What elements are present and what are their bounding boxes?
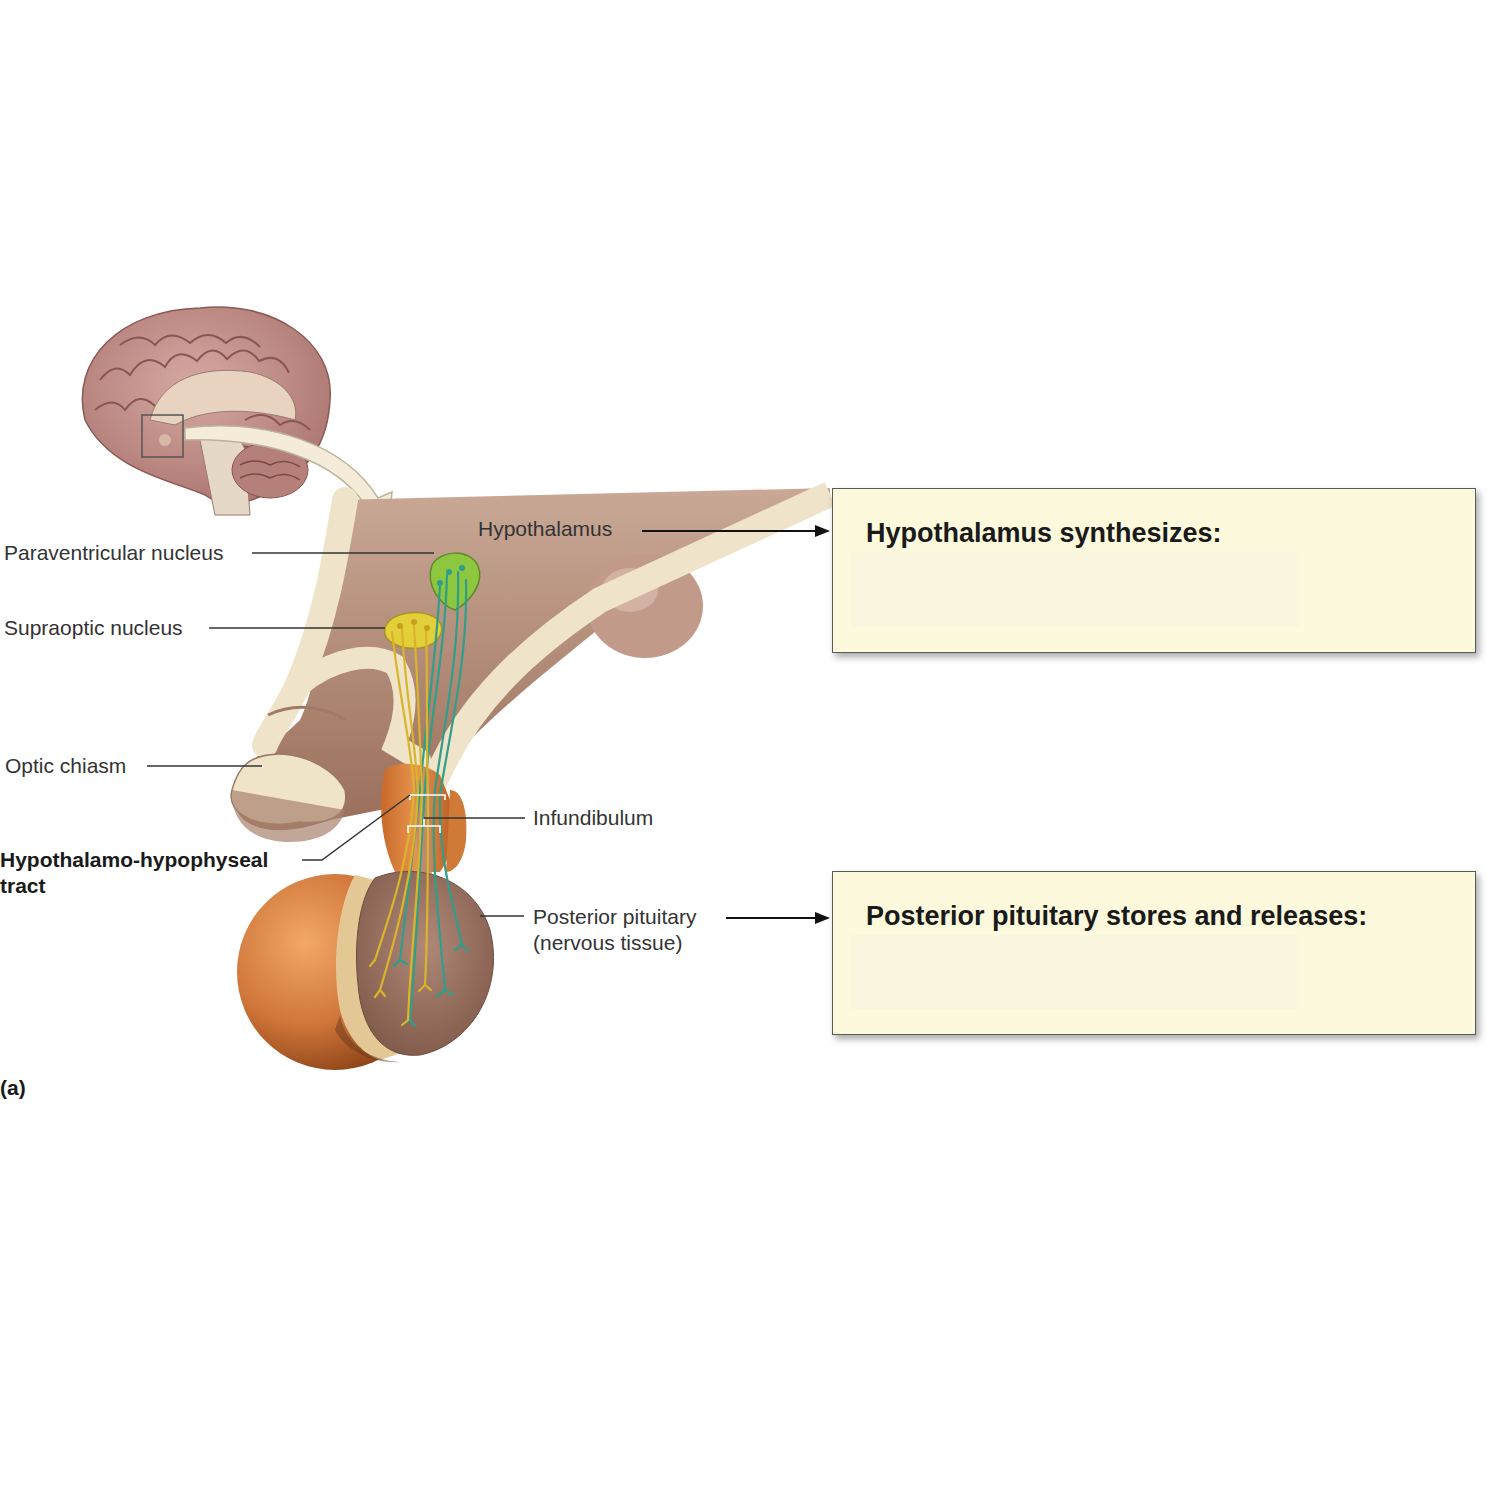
panel-letter: (a) [0, 1075, 26, 1101]
hypothalamus-tissue [231, 488, 830, 842]
brain-thumbnail [82, 307, 330, 515]
paraventricular-nucleus [430, 553, 480, 610]
answer-area [851, 552, 1299, 627]
box-heading: Hypothalamus synthesizes: [866, 517, 1222, 549]
posterior-pituitary-box: Posterior pituitary stores and releases: [832, 871, 1476, 1035]
pituitary-gland [237, 871, 494, 1070]
infundibulum-stalk [381, 764, 466, 880]
structure-label: Optic chiasm [5, 753, 126, 779]
neurosecretory-fibers [370, 565, 468, 1026]
structure-label: Posterior pituitary (nervous tissue) [533, 904, 723, 956]
structure-label: Paraventricular nucleus [4, 540, 223, 566]
box-heading: Posterior pituitary stores and releases: [866, 900, 1367, 932]
tract-label: Hypothalamo-hypophyseal tract [0, 847, 300, 899]
structure-label: Supraoptic nucleus [4, 615, 183, 641]
hypothalamus-box: Hypothalamus synthesizes: [832, 488, 1476, 653]
answer-area [851, 935, 1299, 1009]
structure-label: Hypothalamus [478, 516, 612, 542]
pointer-arrows [642, 525, 830, 924]
structure-label: Infundibulum [533, 805, 653, 831]
